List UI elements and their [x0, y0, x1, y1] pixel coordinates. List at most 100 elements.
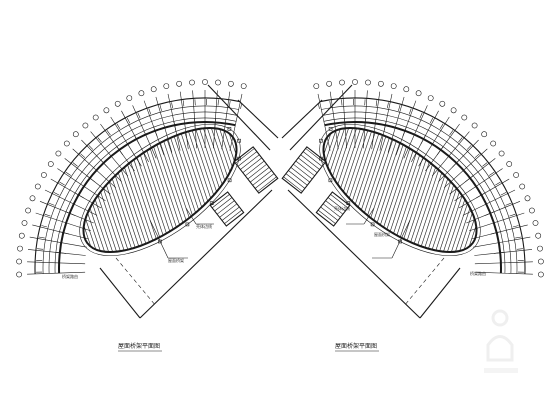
- column-marker: [398, 239, 402, 244]
- grid-axis-bubble: [461, 114, 468, 121]
- boundary-line-inner: [281, 99, 323, 139]
- grid-axis-bubble: [103, 107, 110, 114]
- grid-axis-bubble: [313, 83, 320, 89]
- radial-rib: [29, 236, 87, 248]
- grid-axis-bubble: [82, 122, 89, 129]
- radial-rib: [221, 91, 231, 150]
- dimension-tick: [126, 117, 131, 124]
- grid-axis-bubble: [532, 220, 539, 226]
- dimension-tick: [37, 248, 44, 250]
- dimension-tick: [419, 112, 423, 119]
- dimension-tick: [449, 130, 454, 136]
- grid-axis-bubble: [326, 80, 333, 87]
- boundary-line-diagonal: [139, 189, 273, 319]
- grid-axis-bubble: [513, 172, 519, 178]
- dimension-tick: [466, 145, 472, 150]
- dimension-tick: [116, 123, 121, 130]
- leader-line: [185, 207, 197, 225]
- radial-rib: [443, 148, 488, 188]
- dimension-tick: [429, 117, 434, 124]
- grid-axis-bubble: [390, 83, 397, 89]
- column-marker: [209, 201, 214, 205]
- stair-block: [281, 146, 327, 194]
- dimension-tick: [44, 213, 51, 217]
- strut: [344, 118, 346, 129]
- grid-axis-bubble: [163, 83, 170, 89]
- dimension-tick: [97, 137, 102, 143]
- column-marker: [227, 178, 232, 183]
- watermark-logo: [484, 309, 518, 373]
- radial-rib: [371, 91, 381, 150]
- dimension-tick: [398, 105, 401, 111]
- axis-dashed: [403, 257, 445, 307]
- strut: [494, 252, 505, 254]
- strut: [490, 231, 501, 235]
- dimension-tick: [512, 225, 519, 228]
- dimension-tick: [474, 153, 480, 158]
- grid-axis-bubble: [16, 271, 22, 278]
- grid-axis-bubble: [92, 114, 99, 121]
- dimension-tick: [80, 153, 86, 158]
- axis-dashed: [115, 257, 157, 307]
- dimension-tick: [171, 102, 173, 109]
- strut: [194, 118, 196, 129]
- stair-block-lower: [315, 191, 351, 227]
- radial-rib: [474, 261, 533, 265]
- stair-block: [233, 146, 279, 194]
- boundary-line-lower: [419, 267, 461, 319]
- strut: [465, 175, 474, 183]
- strut: [86, 175, 95, 183]
- dimension-tick: [408, 108, 412, 115]
- grid-axis-bubble: [403, 86, 410, 93]
- strut: [420, 135, 426, 145]
- dimension-tick: [182, 100, 185, 107]
- dimension-tick: [458, 137, 463, 143]
- radial-rib: [155, 96, 173, 153]
- grid-axis-bubble: [490, 140, 497, 147]
- grid-axis-bubble: [450, 107, 457, 114]
- radial-rib: [418, 116, 450, 167]
- grid-axis-bubble: [21, 220, 28, 226]
- grid-axis-bubble: [481, 131, 488, 138]
- grid-axis-bubble: [439, 100, 446, 107]
- right-annotation-3: 桥架路由: [470, 270, 486, 276]
- grid-axis-bubble: [176, 80, 182, 87]
- grid-axis-bubble: [427, 95, 434, 101]
- dimension-tick: [159, 105, 162, 111]
- radial-rib: [90, 131, 129, 177]
- grid-axis-bubble: [41, 172, 47, 178]
- grid-axis-bubble: [240, 83, 247, 89]
- dimension-tick: [38, 236, 45, 239]
- radial-rib: [27, 271, 86, 275]
- left-annotation-3: 桥架路由: [62, 273, 78, 279]
- grid-axis-bubble: [114, 100, 121, 107]
- left-roof-plan: [16, 79, 279, 319]
- strut: [364, 118, 366, 129]
- boundary-line-diagonal: [287, 189, 421, 319]
- dimension-tick: [41, 225, 48, 228]
- column-marker: [346, 201, 351, 205]
- grid-axis-bubble: [16, 258, 22, 265]
- column-marker: [370, 222, 375, 227]
- grid-axis-bubble: [34, 183, 41, 190]
- grid-axis-bubble: [352, 79, 358, 85]
- grid-axis-bubble: [538, 258, 544, 265]
- dimension-tick: [509, 213, 516, 217]
- right-annotation-1: 屋面桥架: [374, 231, 390, 237]
- strut: [214, 118, 216, 129]
- grid-axis-bubble: [415, 90, 422, 97]
- right-roof-plan: [281, 79, 544, 319]
- dimension-tick: [148, 108, 152, 115]
- boundary-line-lower: [99, 267, 141, 319]
- column-marker: [328, 178, 333, 183]
- strut: [59, 231, 70, 235]
- column-marker: [319, 156, 323, 161]
- dimension-tick: [65, 171, 71, 176]
- grid-axis-bubble: [126, 95, 133, 101]
- dimension-tick: [229, 100, 231, 107]
- radial-rib: [229, 93, 243, 151]
- radial-rib: [474, 271, 533, 275]
- dimension-tick: [59, 181, 65, 186]
- grid-axis-bubble: [189, 79, 195, 86]
